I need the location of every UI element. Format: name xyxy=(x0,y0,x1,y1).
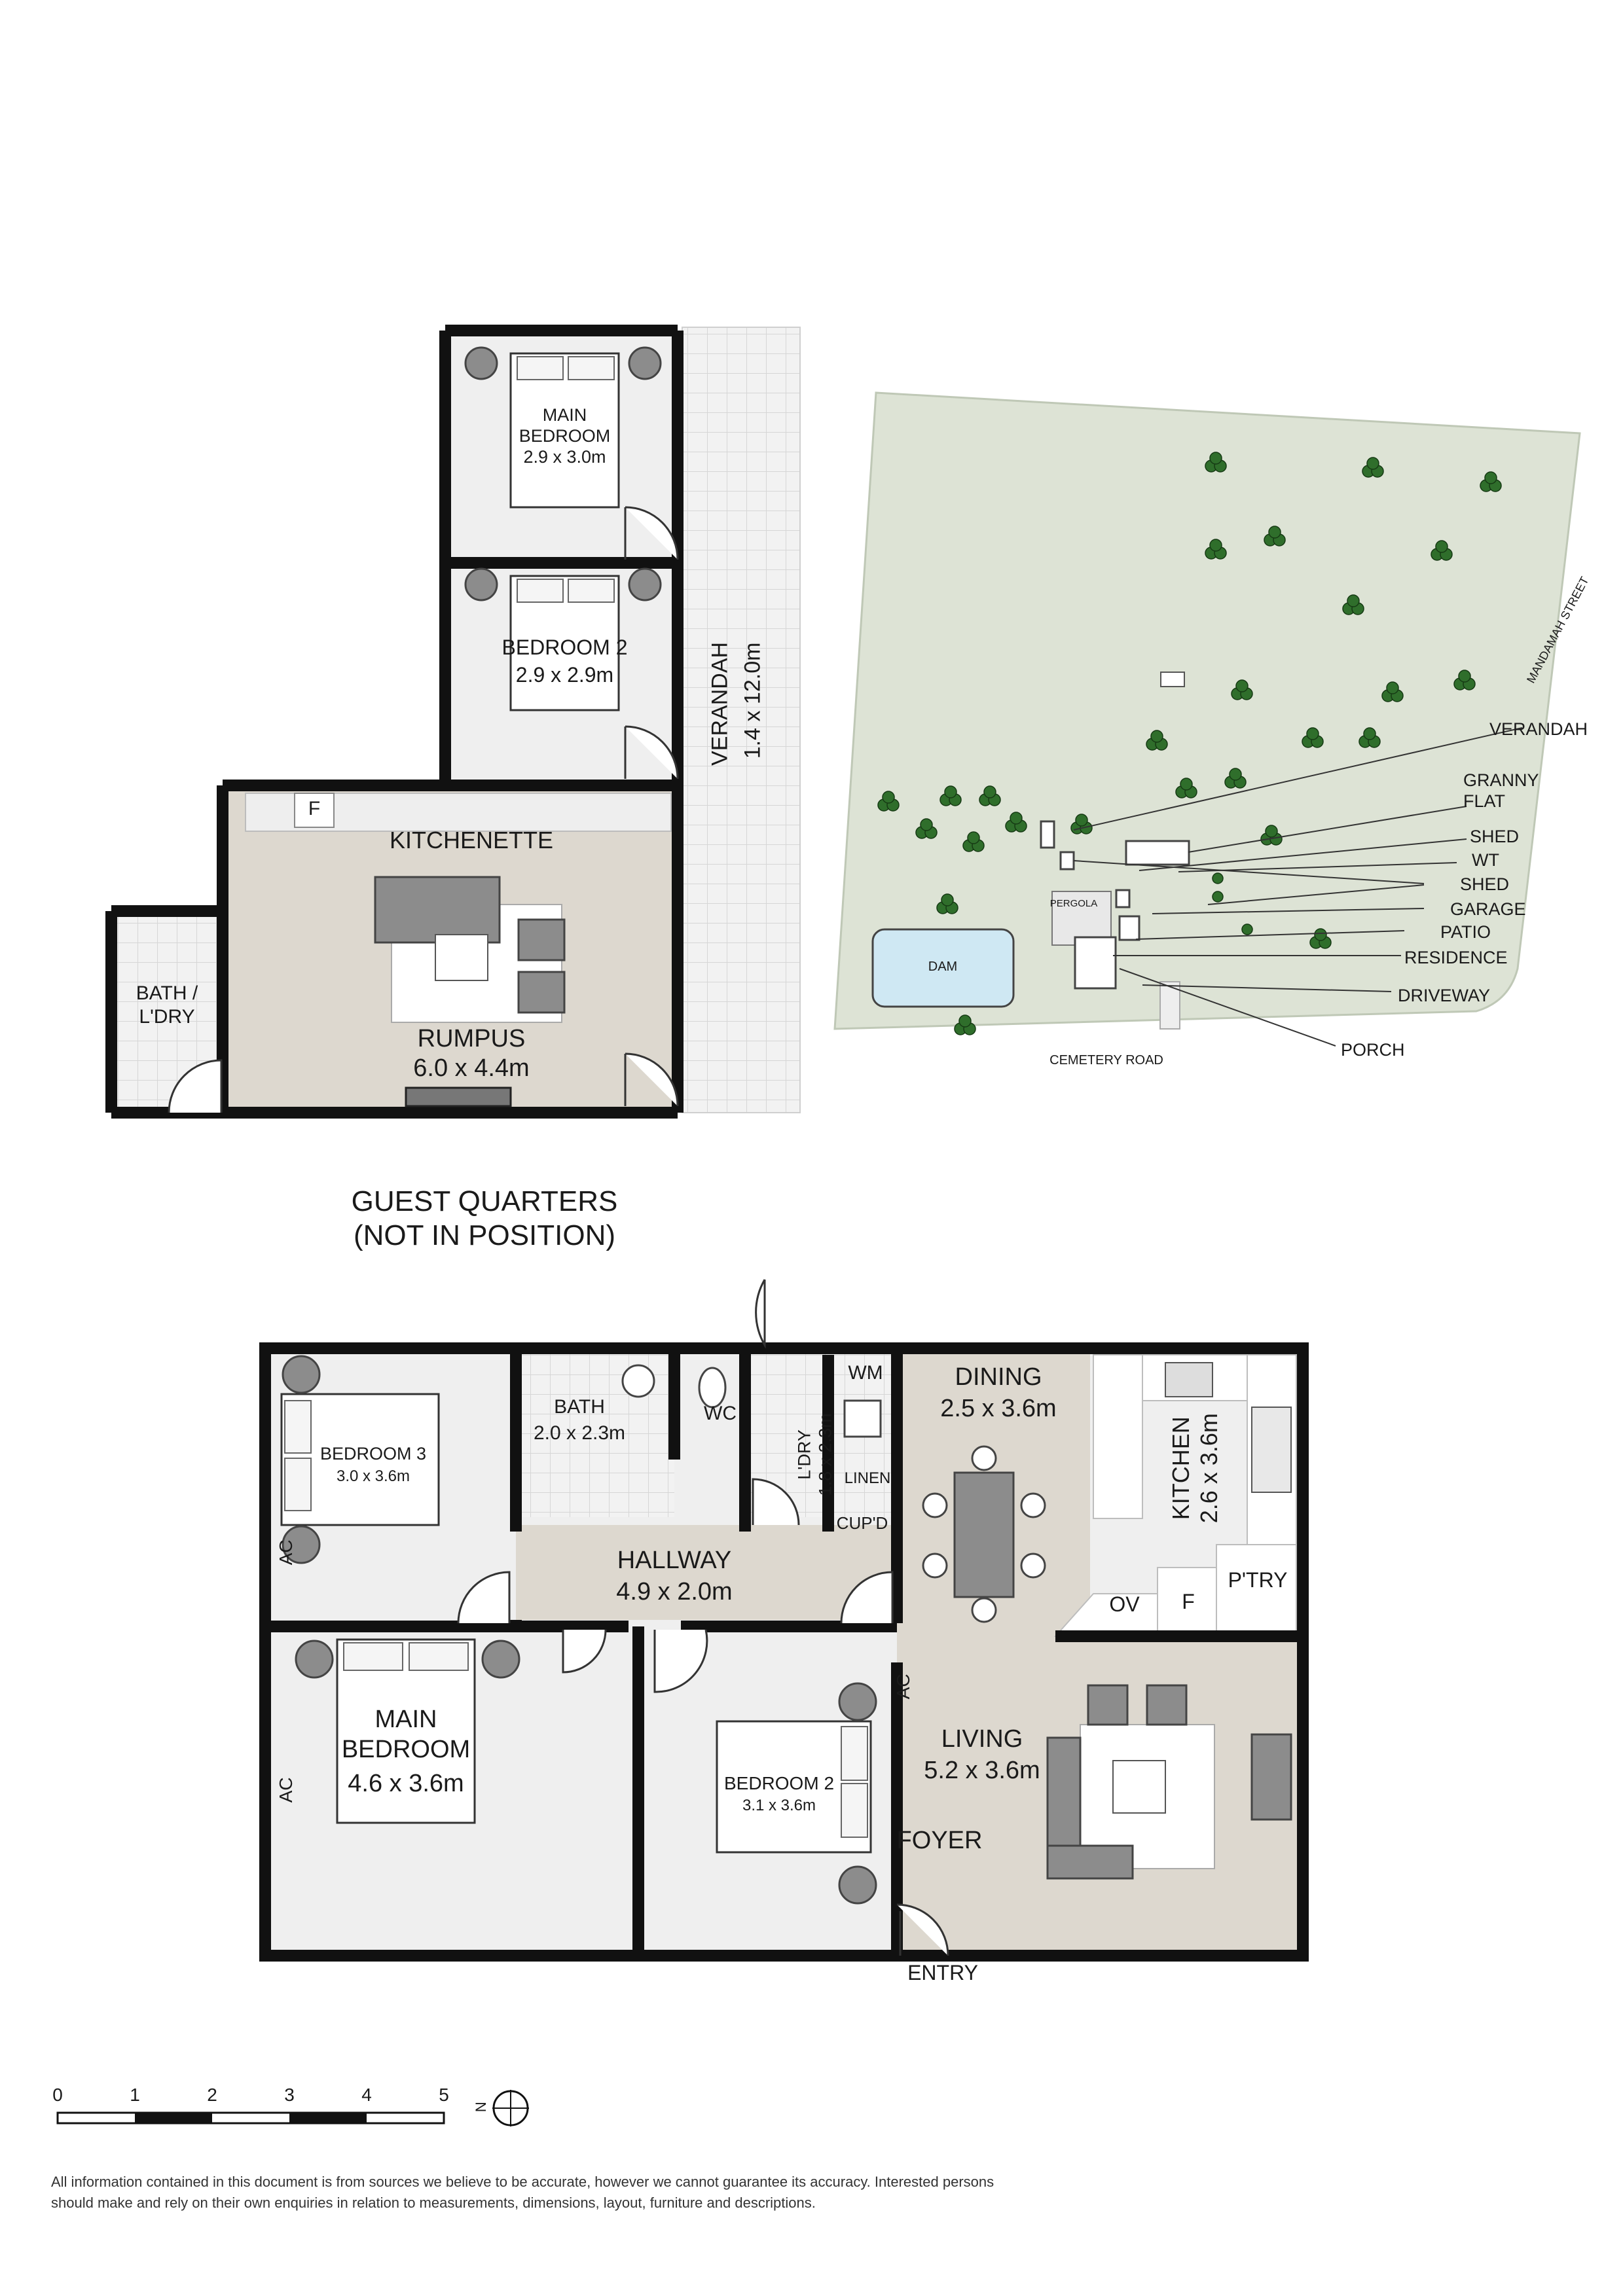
scale-tick-2: 2 xyxy=(207,2085,217,2105)
verandah-dim: 1.4 x 12.0m xyxy=(740,642,765,759)
north-arrow-icon: N xyxy=(472,2102,489,2113)
site-label-residence: RESIDENCE xyxy=(1404,948,1508,967)
bedroom3-label: BEDROOM 3 xyxy=(319,1444,427,1463)
site-label-garage: GARAGE xyxy=(1450,899,1526,919)
laundry-label: L'DRY 1.8 x 2.3m xyxy=(794,1413,835,1496)
disclaimer-text: All information contained in this docume… xyxy=(51,2174,994,2211)
guest-quarters-subtitle: (NOT IN POSITION) xyxy=(353,1219,616,1251)
ac-living: AC xyxy=(893,1674,914,1700)
ac-main-bedroom: AC xyxy=(276,1777,297,1803)
cupboard-label: CUP'D xyxy=(836,1513,888,1533)
scale-tick-3: 3 xyxy=(284,2085,295,2105)
scale-tick-1: 1 xyxy=(130,2085,140,2105)
site-plan xyxy=(833,391,1581,1047)
hallway-label: HALLWAY xyxy=(617,1547,732,1574)
linen-label: LINEN xyxy=(844,1469,891,1487)
bedroom2-dim: 3.1 x 3.6m xyxy=(742,1797,816,1814)
site-label-verandah: VERANDAH xyxy=(1489,719,1588,739)
fridge-label: F xyxy=(1182,1590,1195,1613)
verandah-deck xyxy=(682,327,801,1113)
ac-bedroom3: AC xyxy=(276,1539,297,1566)
site-label-wt: WT xyxy=(1472,850,1499,870)
site-label-driveway: DRIVEWAY xyxy=(1398,986,1491,1005)
entry-label: ENTRY xyxy=(907,1961,978,1984)
dining-label: DINING xyxy=(955,1363,1042,1391)
rumpus-dim: 6.0 x 4.4m xyxy=(413,1054,530,1082)
rumpus-label: RUMPUS xyxy=(417,1025,526,1052)
guest-bedroom2-dim: 2.9 x 2.9m xyxy=(515,663,614,687)
guest-quarters-title: GUEST QUARTERS xyxy=(351,1185,618,1217)
site-label-granny-flat: GRANNY FLAT xyxy=(1463,770,1539,812)
wc-label: WC xyxy=(704,1403,737,1424)
guest-main-bedroom-label: MAIN BEDROOM xyxy=(519,405,611,446)
bedroom3-dim: 3.0 x 3.6m xyxy=(336,1467,410,1485)
cemetery-road-label: CEMETERY ROAD xyxy=(1049,1053,1163,1067)
wm-label: WM xyxy=(848,1362,883,1384)
residence-plan xyxy=(259,1279,1309,1962)
guest-fridge-label: F xyxy=(308,798,321,819)
verandah-label: VERANDAH xyxy=(707,641,733,766)
oven-label: OV xyxy=(1109,1592,1140,1616)
scale-tick-5: 5 xyxy=(439,2085,449,2105)
bedroom2-label: BEDROOM 2 xyxy=(723,1773,835,1793)
living-dim: 5.2 x 3.6m xyxy=(924,1757,1040,1784)
dam-label: DAM xyxy=(928,960,958,974)
guest-bedroom2-label: BEDROOM 2 xyxy=(501,636,628,659)
bath-label: BATH xyxy=(554,1396,605,1418)
kitchen-label: KITCHEN 2.6 x 3.6m xyxy=(1167,1413,1222,1524)
scale-tick-0: 0 xyxy=(52,2085,63,2105)
guest-fridge-box xyxy=(294,793,335,828)
main-bedroom-dim: 4.6 x 3.6m xyxy=(348,1770,464,1797)
scale-tick-4: 4 xyxy=(361,2085,372,2105)
scale-bar xyxy=(56,2090,529,2126)
bath-dim: 2.0 x 2.3m xyxy=(533,1422,626,1444)
guest-bath-laundry-label: BATH / L'DRY xyxy=(136,982,198,1028)
guest-quarters-plan xyxy=(105,325,801,1119)
site-label-porch: PORCH xyxy=(1341,1040,1405,1060)
site-label-shed-1: SHED xyxy=(1470,827,1520,846)
pergola-label: PERGOLA xyxy=(1049,898,1098,909)
guest-main-bedroom-dim: 2.9 x 3.0m xyxy=(523,447,606,467)
hallway-floor xyxy=(516,1525,894,1620)
hallway-dim: 4.9 x 2.0m xyxy=(616,1578,733,1605)
dining-dim: 2.5 x 3.6m xyxy=(940,1395,1057,1422)
site-label-patio: PATIO xyxy=(1440,922,1491,942)
main-bedroom-label: MAIN BEDROOM xyxy=(341,1706,471,1763)
dam-shape xyxy=(871,928,1015,1008)
kitchenette-label: KITCHENETTE xyxy=(389,827,553,853)
pantry-label: P'TRY xyxy=(1228,1568,1288,1592)
site-boundary xyxy=(833,391,1581,1030)
living-label: LIVING xyxy=(941,1725,1023,1753)
site-label-shed-2: SHED xyxy=(1460,874,1510,894)
foyer-label: FOYER xyxy=(896,1827,983,1854)
